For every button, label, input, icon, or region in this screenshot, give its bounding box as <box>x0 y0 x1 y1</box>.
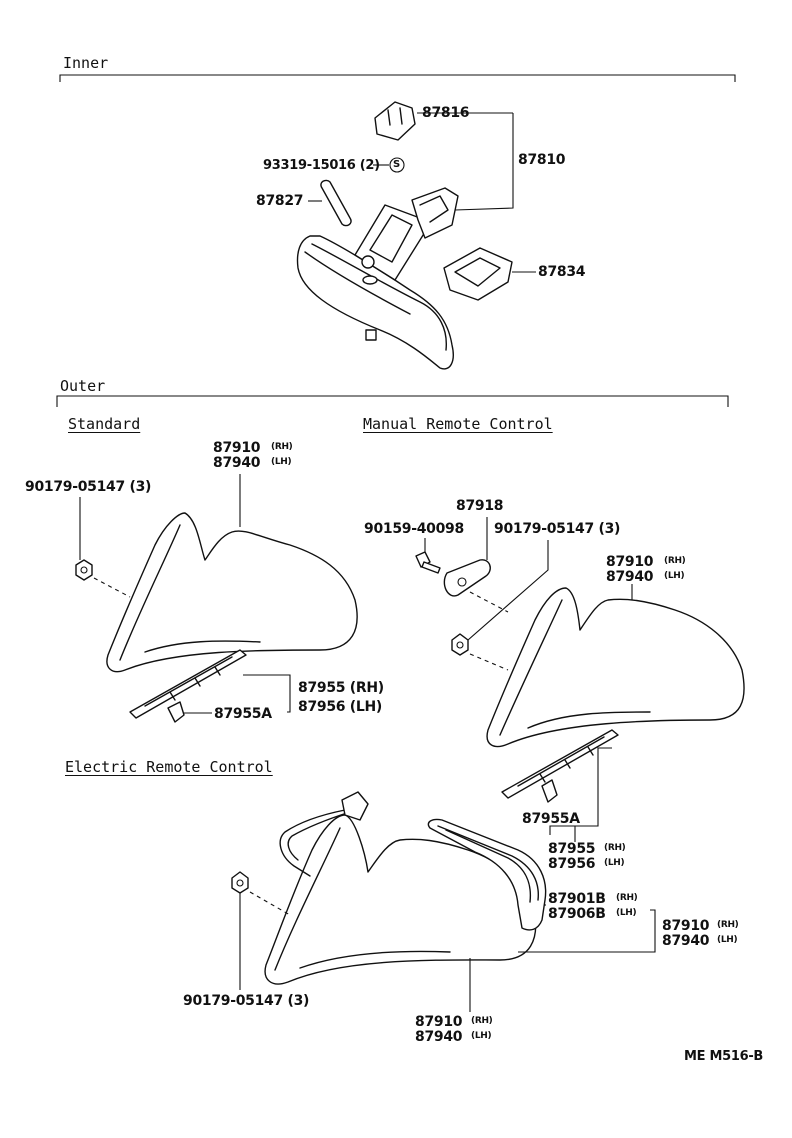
manual-cover-lh-side: (LH) <box>604 858 625 868</box>
standard-mirror-rh-number: 87910 <box>213 440 261 456</box>
manual-knob-number: 87918 <box>456 498 504 514</box>
outer-section-label: Outer <box>60 377 106 395</box>
drawing-code: ME M516-B <box>684 1049 764 1064</box>
standard-mirror-lh-side: (LH) <box>271 457 292 467</box>
manual-cover <box>501 729 619 803</box>
standard-heading: Standard <box>68 415 141 433</box>
electric-assy-rh-number: 87910 <box>662 918 710 934</box>
electric-nut-number: 90179-05147 (3) <box>183 993 310 1009</box>
electric-glass-lh-number: 87906B <box>548 906 606 922</box>
standard-nut-number: 90179-05147 (3) <box>25 479 152 495</box>
manual-leaders <box>424 517 633 842</box>
standard-leaders <box>79 474 291 714</box>
manual-mirror-rh-number: 87910 <box>606 554 654 570</box>
standard-clip-number: 87955A <box>214 706 272 722</box>
manual-nut-number: 90179-05147 (3) <box>494 521 621 537</box>
electric-nut <box>231 871 249 894</box>
electric-harness <box>279 791 369 877</box>
electric-leaders <box>239 891 656 1012</box>
inner-mirror-leader-lines <box>308 112 536 273</box>
screw-93319-label: 93319-15016 (2) <box>263 158 380 173</box>
manual-clip-number: 87955A <box>522 811 580 827</box>
electric-glass-rh-number: 87901B <box>548 891 606 907</box>
outer-section-bracket <box>56 395 729 407</box>
manual-cover-rh-side: (RH) <box>604 843 626 853</box>
pin-87827 <box>320 179 352 227</box>
manual-mirror-rh-side: (RH) <box>664 556 686 566</box>
electric-assy-lh-side: (LH) <box>717 935 738 945</box>
part-number-87834: 87834 <box>538 264 586 280</box>
electric-glass-lh-side: (LH) <box>616 908 637 918</box>
electric-assy-lh-number: 87940 <box>662 933 710 949</box>
manual-cover-lh-number: 87956 <box>548 856 596 872</box>
cover-87834 <box>443 247 513 301</box>
manual-remote-heading: Manual Remote Control <box>363 415 553 433</box>
electric-body-lh-side: (LH) <box>471 1031 492 1041</box>
screw-symbol-group <box>389 157 405 173</box>
inner-section-label: Inner <box>63 54 109 72</box>
manual-cover-rh-number: 87955 <box>548 841 596 857</box>
standard-mirror-rh-side: (RH) <box>271 442 293 452</box>
electric-body-rh-side: (RH) <box>471 1016 493 1026</box>
manual-nut <box>451 633 469 656</box>
inner-mirror-body <box>296 235 454 370</box>
manual-remote-knob <box>443 559 491 597</box>
standard-nut <box>75 559 93 581</box>
manual-screw-number: 90159-40098 <box>364 521 464 537</box>
electric-assy-rh-side: (RH) <box>717 920 739 930</box>
electric-mirror-glass <box>427 818 547 931</box>
inner-section-bracket <box>59 74 736 82</box>
inner-mirror-stay <box>354 187 459 285</box>
standard-cover-rh-number: 87955 (RH) <box>298 680 384 696</box>
manual-screw <box>415 551 441 574</box>
electric-glass-rh-side: (RH) <box>616 893 638 903</box>
part-number-87816: 87816 <box>422 105 470 121</box>
standard-mirror-lh-number: 87940 <box>213 455 261 471</box>
bracket-87816 <box>374 101 416 141</box>
electric-body-lh-number: 87940 <box>415 1029 463 1045</box>
manual-mirror-lh-side: (LH) <box>664 571 685 581</box>
part-number-87827: 87827 <box>256 193 304 209</box>
manual-mirror-lh-number: 87940 <box>606 569 654 585</box>
part-number-87810: 87810 <box>518 152 566 168</box>
standard-cover-lh-number: 87956 (LH) <box>298 699 383 715</box>
electric-body-rh-number: 87910 <box>415 1014 463 1030</box>
standard-mirror-body <box>106 512 358 673</box>
manual-mirror-body <box>486 587 745 748</box>
standard-cover <box>129 649 247 723</box>
screw-s-symbol: S <box>393 159 400 170</box>
electric-remote-heading: Electric Remote Control <box>65 758 273 776</box>
electric-mirror-body <box>264 814 537 985</box>
